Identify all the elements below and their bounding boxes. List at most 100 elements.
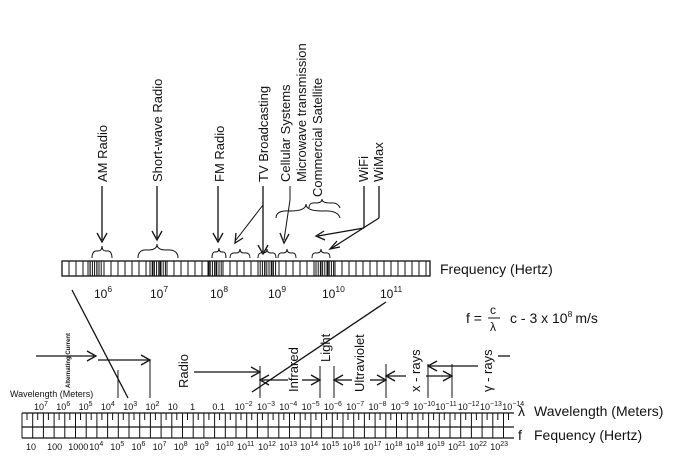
- app-label-short-wave-radio: Short-wave Radio: [150, 79, 165, 182]
- frequency-tick-label: 109: [195, 441, 209, 452]
- top-tick-label: 1010: [322, 284, 345, 301]
- wavelength-tick-label: 107: [34, 401, 48, 412]
- wavelength-tick-label: 10−8: [369, 401, 387, 412]
- tv-brace-1: [229, 248, 251, 259]
- wavelength-left-label: Wavelength (Meters): [10, 389, 93, 399]
- expansion-line-left: [71, 289, 129, 399]
- svg-text:c: c: [490, 303, 496, 317]
- fm-brace: [211, 247, 227, 259]
- frequency-tick-label: 1022: [469, 441, 487, 452]
- app-label-wimax: WiMax: [371, 142, 386, 182]
- top-frequency-strip: [61, 260, 431, 277]
- cellular-brace: [277, 248, 297, 259]
- wavelength-tick-label: 10−3: [257, 401, 275, 412]
- frequency-tick-label: 100: [47, 442, 62, 452]
- shortwave-brace: [137, 243, 179, 259]
- frequency-tick-label: 108: [174, 441, 188, 452]
- frequency-tick-label: 1023: [490, 441, 508, 452]
- frequency-tick-label: 1012: [258, 441, 276, 452]
- wavelength-tick-label: 10−14: [502, 401, 524, 412]
- top-tick-label: 107: [150, 284, 168, 301]
- wavelength-tick-label: 105: [79, 401, 93, 412]
- frequency-tick-label: 10: [26, 442, 36, 452]
- wavelength-tick-label: 102: [146, 401, 160, 412]
- svg-text:λ: λ: [490, 320, 496, 334]
- frequency-tick-label: 1013: [279, 441, 297, 452]
- app-label-cellular-systems: Cellular Systems: [278, 84, 293, 182]
- band-label-infrared: Infrared: [286, 347, 301, 392]
- wavelength-tick-label: 0.1: [212, 402, 225, 412]
- frequency-tick-label: 1014: [300, 441, 318, 452]
- satellite-brace: [308, 198, 341, 209]
- top-strip-ticks: [68, 261, 427, 276]
- wavelength-tick-label: 10−7: [346, 401, 364, 412]
- expansion-line-right: [251, 301, 387, 393]
- top-tick-label: 109: [268, 284, 286, 301]
- wavelength-tick-label: 10−2: [235, 401, 253, 412]
- band-label-ultraviolet: Ultraviolet: [352, 334, 367, 392]
- wavelength-tick-label: 10−6: [324, 401, 342, 412]
- wavelength-tick-label: 10−11: [435, 401, 456, 412]
- top-strip-tick-labels: 106 107 108 109 1010 1011: [94, 284, 402, 301]
- top-tick-label: 108: [210, 284, 228, 301]
- frequency-tick-label: 106: [132, 441, 146, 452]
- frequency-tick-label: 1000: [68, 442, 88, 452]
- wavelength-tick-label: 103: [123, 401, 137, 412]
- band-label-light: Light: [318, 333, 333, 362]
- app-label-fm-radio: FM Radio: [212, 126, 227, 182]
- frequency-tick-label: 1019: [427, 441, 445, 452]
- bottom-axis-strip: [21, 412, 514, 439]
- frequency-tick-label: 107: [153, 441, 167, 452]
- application-leaders: [91, 186, 380, 259]
- app-label-microwave-transmission: Microwave transmission: [294, 43, 309, 182]
- frequency-tick-label: 1011: [237, 441, 254, 452]
- f-symbol: f: [518, 427, 522, 443]
- bottom-strip-ticks: [21, 413, 509, 438]
- band-labels: Radio Infrared Light Ultraviolet x - ray…: [176, 333, 495, 392]
- frequency-tick-label: 1017: [364, 441, 382, 452]
- microwave-brace: [275, 203, 341, 219]
- wifi-brace: [311, 248, 331, 259]
- wavelength-tick-label: 10−10: [413, 401, 435, 412]
- frequency-tick-label: 1018: [406, 441, 424, 452]
- am-brace: [91, 245, 113, 259]
- wavelength-tick-label: 10−13: [480, 401, 502, 412]
- frequency-tick-label: 1018: [385, 441, 403, 452]
- frequency-axis-label: Fequency (Hertz): [534, 427, 642, 443]
- top-tick-label: 1011: [380, 284, 402, 301]
- wavelength-tick-label: 10−9: [391, 401, 409, 412]
- band-label-gamma-rays: γ - rays: [480, 349, 495, 392]
- frequency-tick-label: 1016: [343, 441, 361, 452]
- band-range-arrows: [98, 354, 510, 398]
- tv-brace-2: [257, 248, 277, 259]
- application-labels: AM Radio Short-wave Radio FM Radio TV Br…: [95, 43, 386, 197]
- app-label-tv-broadcasting: TV Broadcasting: [256, 86, 271, 182]
- alternating-current-label: Alternating Current: [66, 333, 72, 388]
- band-label-x-rays: x - rays: [408, 349, 423, 392]
- frequency-tick-label: 105: [110, 441, 124, 452]
- frequency-tick-label: 1015: [321, 441, 339, 452]
- frequency-tick-label: 104: [89, 441, 103, 452]
- app-label-wifi: WiFi: [356, 156, 371, 182]
- top-frequency-axis-label: Frequency (Hertz): [440, 261, 553, 277]
- frequency-tick-label: 1021: [448, 441, 466, 452]
- wavelength-tick-label: 10−4: [279, 401, 297, 412]
- app-label-commercial-satellite: Commercial Satellite: [310, 78, 325, 197]
- lambda-symbol: λ: [518, 403, 525, 419]
- app-label-am-radio: AM Radio: [95, 125, 110, 182]
- svg-text:f =: f =: [466, 310, 482, 326]
- wavelength-tick-label: 104: [101, 401, 115, 412]
- wavelength-tick-label: 10−5: [302, 401, 320, 412]
- top-tick-label: 106: [94, 284, 112, 301]
- wavelength-tick-label: 1: [190, 402, 195, 412]
- frequency-tick-label: 1010: [216, 441, 234, 452]
- wavelength-axis-label: Wavelength (Meters): [534, 403, 663, 419]
- wavelength-tick-label: 10: [168, 402, 178, 412]
- wavelength-tick-label: 106: [56, 401, 70, 412]
- band-label-radio: Radio: [176, 354, 191, 388]
